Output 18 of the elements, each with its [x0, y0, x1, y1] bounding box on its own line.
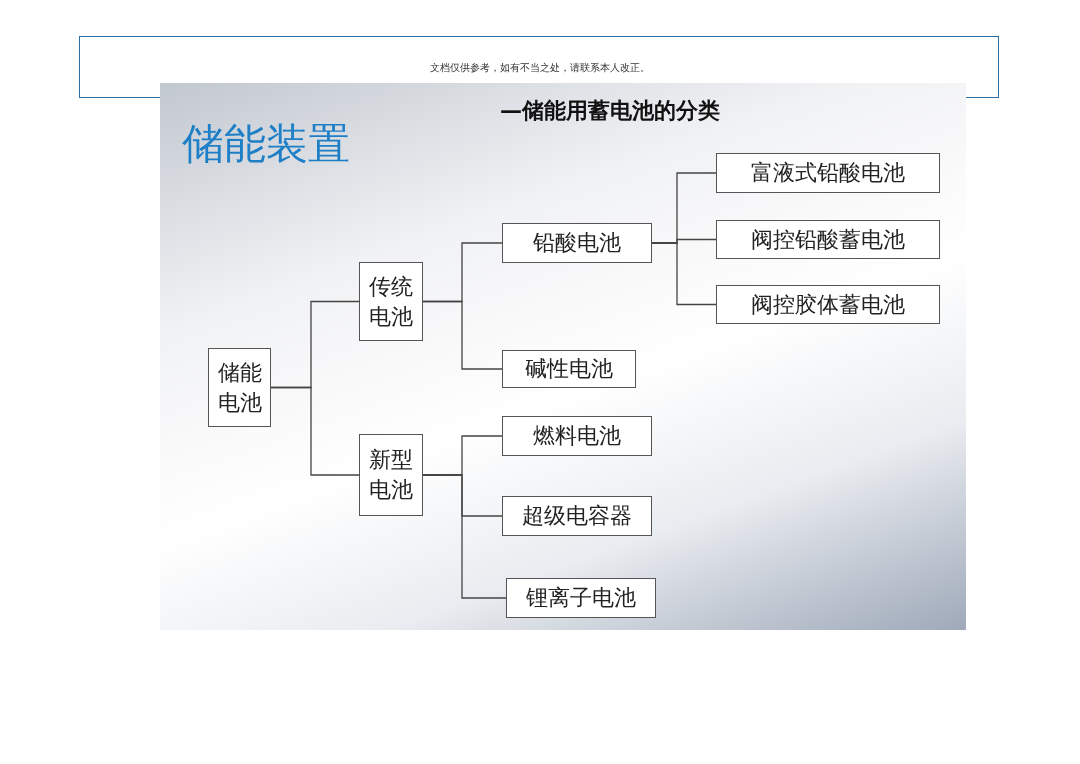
connector-line	[270, 386, 360, 476]
slide-title: 储能装置	[182, 118, 350, 170]
connector-line	[422, 474, 507, 599]
category-box: 铅酸电池	[502, 223, 652, 263]
category-box: 超级电容器	[502, 496, 652, 536]
category-box: 传统电池	[359, 262, 423, 341]
connector-line	[422, 300, 503, 370]
category-box: 阀控铅酸蓄电池	[716, 220, 940, 259]
subtitle: —储能用蓄电池的分类	[500, 97, 720, 125]
category-box: 阀控胶体蓄电池	[716, 285, 940, 324]
connector-line	[651, 242, 717, 306]
category-box: 富液式铅酸电池	[716, 153, 940, 193]
category-box: 储能电池	[208, 348, 271, 427]
category-box: 锂离子电池	[506, 578, 656, 618]
category-box: 新型电池	[359, 434, 423, 516]
category-box: 燃料电池	[502, 416, 652, 456]
disclaimer-note: 文档仅供参考，如有不当之处，请联系本人改正。	[429, 62, 651, 75]
category-box: 碱性电池	[502, 350, 636, 388]
